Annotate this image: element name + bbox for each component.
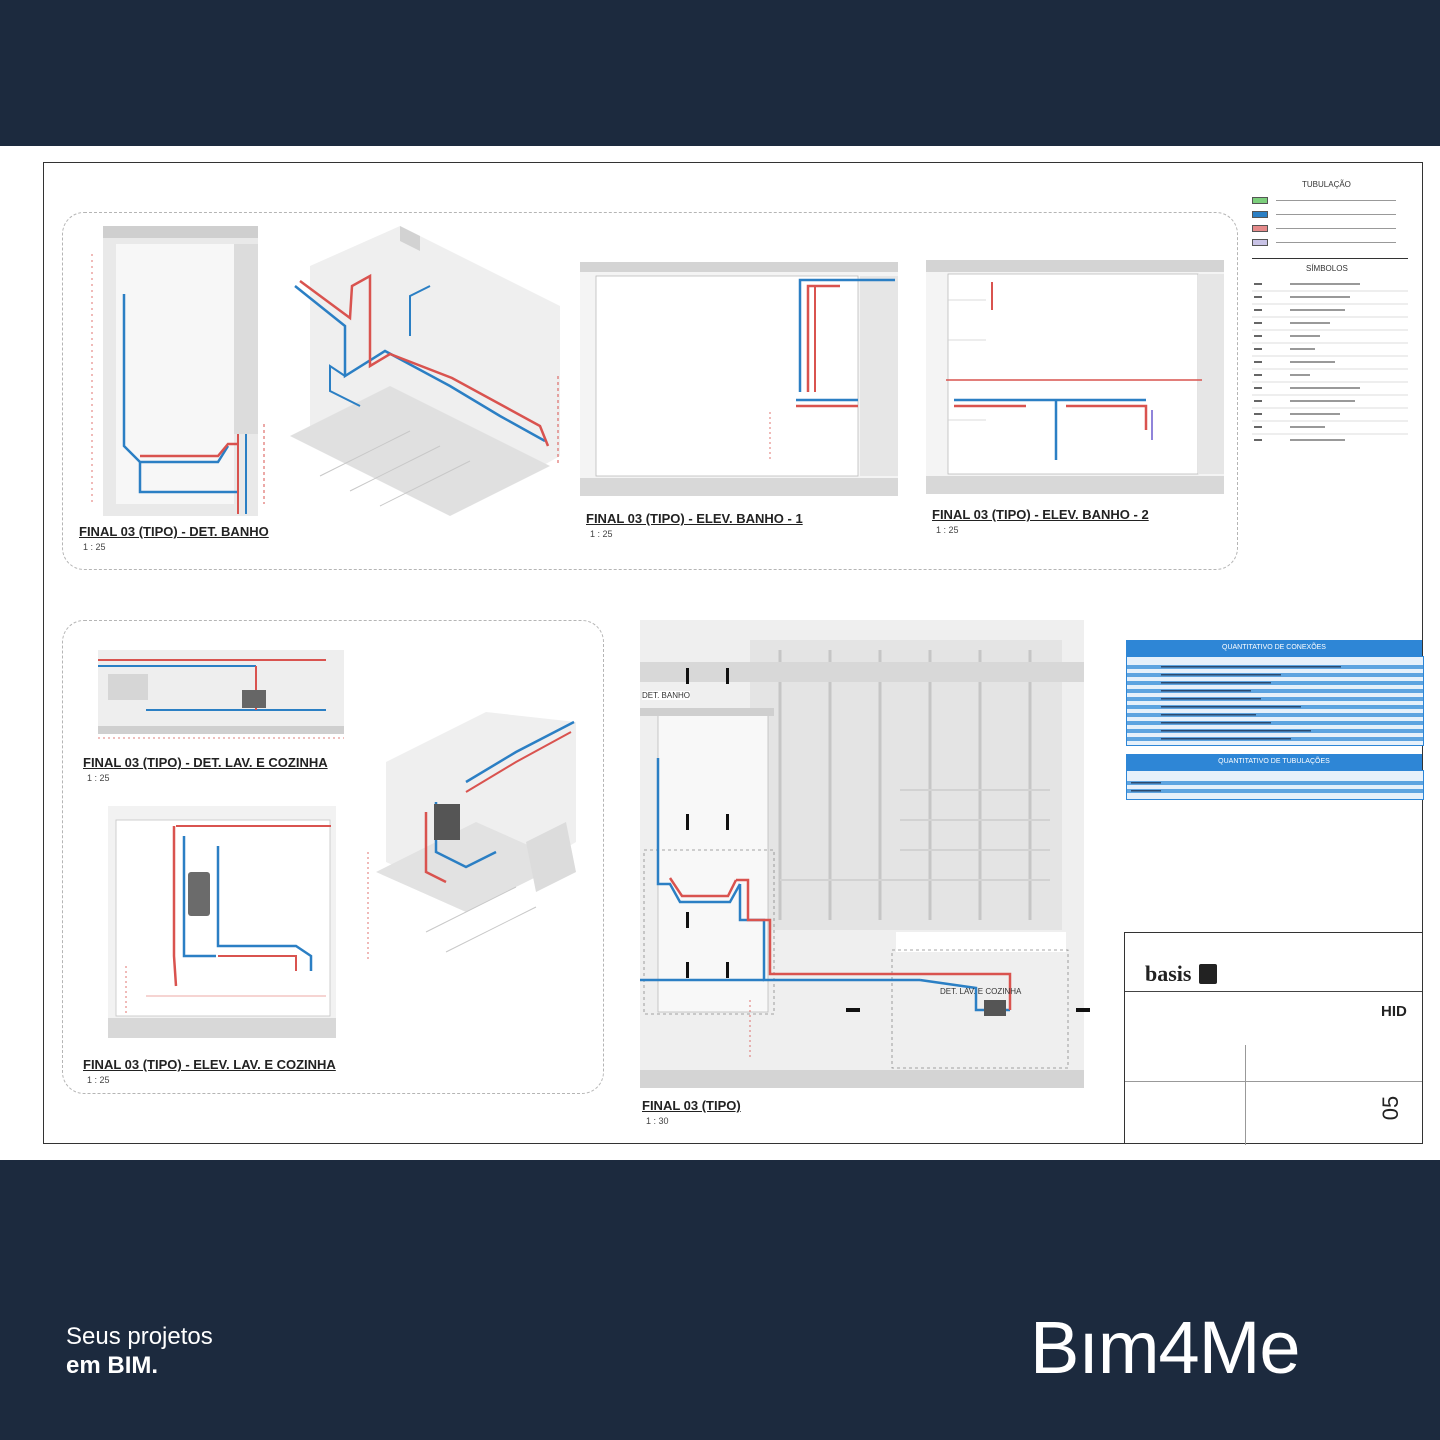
lav-isometric-drawing <box>367 712 576 962</box>
lav-det-drawing <box>98 650 344 739</box>
sheet-number: 05 <box>1378 1095 1404 1121</box>
title-block-logo: basis <box>1145 961 1218 987</box>
swatch-lavender <box>1252 238 1268 246</box>
sheet-frame <box>43 162 1423 1144</box>
view-scale-banho-det: 1 : 25 <box>83 542 106 552</box>
bim4me-logo: Bım4Me <box>1030 1306 1301 1389</box>
drawing-sheet: FINAL 03 (TIPO) - DET. BANHO 1 : 25 FINA… <box>0 146 1440 1160</box>
view-title-plan: FINAL 03 (TIPO) <box>642 1098 741 1113</box>
callout-det-banho: DET. BANHO <box>642 691 691 700</box>
title-block: basis HID 05 <box>1124 932 1422 1145</box>
tagline-line2: em BIM. <box>66 1352 159 1379</box>
view-title-banho-det: FINAL 03 (TIPO) - DET. BANHO <box>79 524 269 539</box>
table-conexoes-rows <box>1127 665 1423 741</box>
plan-marker-1 <box>686 668 689 684</box>
plan-marker-2 <box>726 668 729 684</box>
view-title-banho-elev2: FINAL 03 (TIPO) - ELEV. BANHO - 2 <box>932 507 1149 522</box>
view-scale-banho-elev1: 1 : 25 <box>590 529 613 539</box>
banho-det-drawing <box>91 226 265 516</box>
brand-mark-icon <box>1199 964 1218 984</box>
view-scale-plan: 1 : 30 <box>646 1116 669 1126</box>
legend-tubulacao-title: TUBULAÇÃO <box>1302 180 1351 189</box>
legend-row <box>1252 236 1396 248</box>
banho-elev2-drawing <box>926 260 1224 494</box>
brand-wordmark: basis <box>1145 961 1192 986</box>
table-conexoes-body <box>1126 656 1424 746</box>
view-scale-lav-elev: 1 : 25 <box>87 1075 110 1085</box>
swatch-green <box>1252 196 1268 204</box>
lav-elev-drawing <box>108 806 336 1038</box>
table-conexoes-header: QUANTITATIVO DE CONEXÕES <box>1126 640 1422 656</box>
table-tubulacoes-body <box>1126 770 1424 800</box>
swatch-red <box>1252 224 1268 232</box>
view-scale-lav-det: 1 : 25 <box>87 773 110 783</box>
group-lav-cozinha <box>62 620 604 1094</box>
view-title-lav-elev: FINAL 03 (TIPO) - ELEV. LAV. E COZINHA <box>83 1057 336 1072</box>
view-scale-banho-elev2: 1 : 25 <box>936 525 959 535</box>
swatch-blue <box>1252 210 1268 218</box>
table-tubulacoes-rows <box>1127 781 1423 793</box>
symbols-list <box>1252 278 1408 448</box>
group-banho <box>62 212 1238 570</box>
tagline-line1: Seus projetos <box>66 1323 213 1350</box>
symbols-rows <box>1252 283 1408 441</box>
discipline-code: HID <box>1381 1003 1407 1020</box>
banho-elev1-drawing <box>580 262 898 496</box>
legend-simbolos-title: SÍMBOLOS <box>1306 264 1348 273</box>
view-title-lav-det: FINAL 03 (TIPO) - DET. LAV. E COZINHA <box>83 755 328 770</box>
plan-marker-4 <box>726 962 729 978</box>
view-title-banho-elev1: FINAL 03 (TIPO) - ELEV. BANHO - 1 <box>586 511 803 526</box>
banho-isometric-drawing <box>290 226 560 516</box>
legend-panel: TUBULAÇÃO SÍMBOLOS <box>1252 176 1408 466</box>
callout-det-lav: DET. LAV. E COZINHA <box>940 987 1022 996</box>
table-tubulacoes-header: QUANTITATIVO DE TUBULAÇÕES <box>1126 754 1422 770</box>
legend-row <box>1252 208 1396 220</box>
plan-marker-3 <box>686 962 689 978</box>
legend-row <box>1252 194 1396 206</box>
legend-row <box>1252 222 1396 234</box>
floor-plan-drawing <box>640 620 1090 1088</box>
